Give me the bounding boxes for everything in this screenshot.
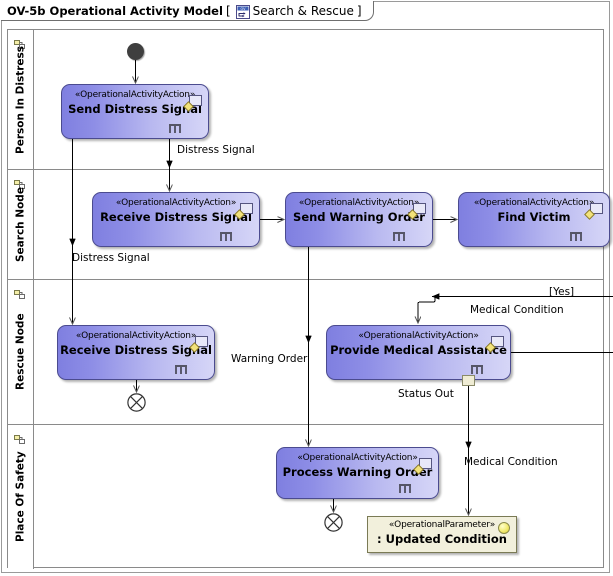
swimlane-header[interactable]: Rescue Node bbox=[8, 280, 34, 424]
performer-icon bbox=[14, 431, 28, 444]
action-node-find-victim[interactable]: «OperationalActivityAction» Find Victim bbox=[458, 192, 610, 247]
action-node-receive-distress-signal-rescue[interactable]: «OperationalActivityAction» Receive Dist… bbox=[57, 325, 215, 380]
document-icon bbox=[195, 332, 208, 347]
edge-label-yes-guard: [Yes] bbox=[549, 286, 575, 298]
rake-icon bbox=[398, 480, 412, 493]
node-stereotype: «OperationalActivityAction» bbox=[115, 198, 237, 208]
node-stereotype: «OperationalActivityAction» bbox=[297, 453, 418, 463]
swimlane-pool: Person In Distress Search Node bbox=[7, 29, 604, 569]
edge-label-medical-condition: Medical Condition bbox=[464, 456, 558, 468]
diamond-icon bbox=[183, 97, 194, 112]
page-title: OV-5b Operational Activity Model bbox=[7, 3, 223, 18]
action-node-provide-medical-assistance[interactable]: «OperationalActivityAction» Provide Medi… bbox=[326, 325, 511, 380]
node-name: Receive Distress Signal bbox=[60, 343, 212, 357]
document-icon bbox=[240, 199, 253, 214]
diamond-icon bbox=[407, 205, 418, 220]
node-stereotype: «OperationalActivityAction» bbox=[473, 198, 595, 208]
swimlane-label: Place Of Safety bbox=[14, 451, 27, 543]
context-bracket-open: [ bbox=[225, 3, 231, 18]
status-out-pin[interactable] bbox=[462, 375, 475, 386]
performer-icon bbox=[14, 286, 28, 299]
node-name: Process Warning Order bbox=[282, 465, 433, 479]
action-node-send-distress-signal[interactable]: «OperationalActivityAction» Send Distres… bbox=[61, 84, 209, 139]
document-icon bbox=[419, 454, 432, 469]
action-node-process-warning-order[interactable]: «OperationalActivityAction» Process Warn… bbox=[276, 447, 439, 499]
diamond-icon bbox=[413, 460, 424, 475]
diagram-title-tab[interactable]: OV-5b Operational Activity Model [ OV Se… bbox=[1, 1, 374, 21]
swimlane-label: Search Node bbox=[14, 187, 27, 262]
diamond-icon bbox=[485, 338, 496, 353]
rake-icon bbox=[168, 120, 182, 133]
diamond-icon bbox=[234, 205, 245, 220]
node-name: Provide Medical Assistance bbox=[330, 343, 507, 357]
rake-icon bbox=[174, 361, 188, 374]
swimlane-header[interactable]: Search Node bbox=[8, 170, 34, 279]
swimlane-header[interactable]: Place Of Safety bbox=[8, 425, 34, 569]
flow-final-node[interactable] bbox=[127, 393, 146, 412]
node-name: Send Distress Signal bbox=[68, 102, 202, 116]
action-node-send-warning-order[interactable]: «OperationalActivityAction» Send Warning… bbox=[285, 192, 433, 247]
node-stereotype: «OperationalActivityAction» bbox=[75, 331, 197, 341]
node-name: Receive Distress Signal bbox=[100, 210, 252, 224]
flow-final-node[interactable] bbox=[324, 513, 343, 532]
edge-label-status-out: Status Out bbox=[398, 388, 454, 400]
activity-diagram-icon: OV bbox=[235, 4, 250, 19]
initial-node[interactable] bbox=[127, 43, 144, 60]
swimlane-place-of-safety[interactable]: Place Of Safety bbox=[8, 424, 603, 569]
performer-icon bbox=[14, 36, 28, 49]
swimlane-label: Person In Distress bbox=[14, 45, 27, 154]
diamond-icon bbox=[189, 338, 200, 353]
edge-label-distress-signal: Distress Signal bbox=[177, 144, 255, 156]
svg-text:OV: OV bbox=[240, 7, 246, 11]
node-stereotype: «OperationalActivityAction» bbox=[298, 198, 420, 208]
document-icon bbox=[590, 199, 603, 214]
rake-icon bbox=[470, 361, 484, 374]
performer-icon bbox=[14, 176, 28, 189]
swimlane-search-node[interactable]: Search Node bbox=[8, 169, 603, 279]
diamond-icon bbox=[584, 205, 595, 220]
context-bracket-close: ] bbox=[356, 3, 362, 18]
node-name: Send Warning Order bbox=[293, 210, 425, 224]
node-stereotype: «OperationalActivityAction» bbox=[358, 331, 479, 341]
context-name: Search & Rescue bbox=[252, 3, 354, 18]
edge-label-warning-order: Warning Order bbox=[231, 353, 308, 365]
rake-icon bbox=[219, 228, 233, 241]
yellow-circle-icon bbox=[498, 522, 510, 534]
edge-label-medical-condition: Medical Condition bbox=[470, 304, 564, 316]
object-name: : Updated Condition bbox=[377, 532, 507, 546]
rake-icon bbox=[392, 228, 406, 241]
swimlane-person-in-distress[interactable]: Person In Distress bbox=[8, 30, 603, 169]
object-stereotype: «OperationalParameter» bbox=[388, 520, 496, 530]
node-stereotype: «OperationalActivityAction» bbox=[74, 90, 196, 100]
swimlane-label: Rescue Node bbox=[14, 313, 27, 391]
swimlane-header[interactable]: Person In Distress bbox=[8, 30, 34, 169]
document-icon bbox=[413, 199, 426, 214]
edge-label-distress-signal: Distress Signal bbox=[72, 252, 150, 264]
action-node-receive-distress-signal-search[interactable]: «OperationalActivityAction» Receive Dist… bbox=[92, 192, 260, 247]
object-node-updated-condition[interactable]: «OperationalParameter» : Updated Conditi… bbox=[367, 516, 517, 553]
rake-icon bbox=[569, 228, 583, 241]
document-icon bbox=[189, 91, 202, 106]
node-name: Find Victim bbox=[497, 210, 571, 224]
swimlane-rescue-node[interactable]: Rescue Node bbox=[8, 279, 603, 424]
document-icon bbox=[491, 332, 504, 347]
